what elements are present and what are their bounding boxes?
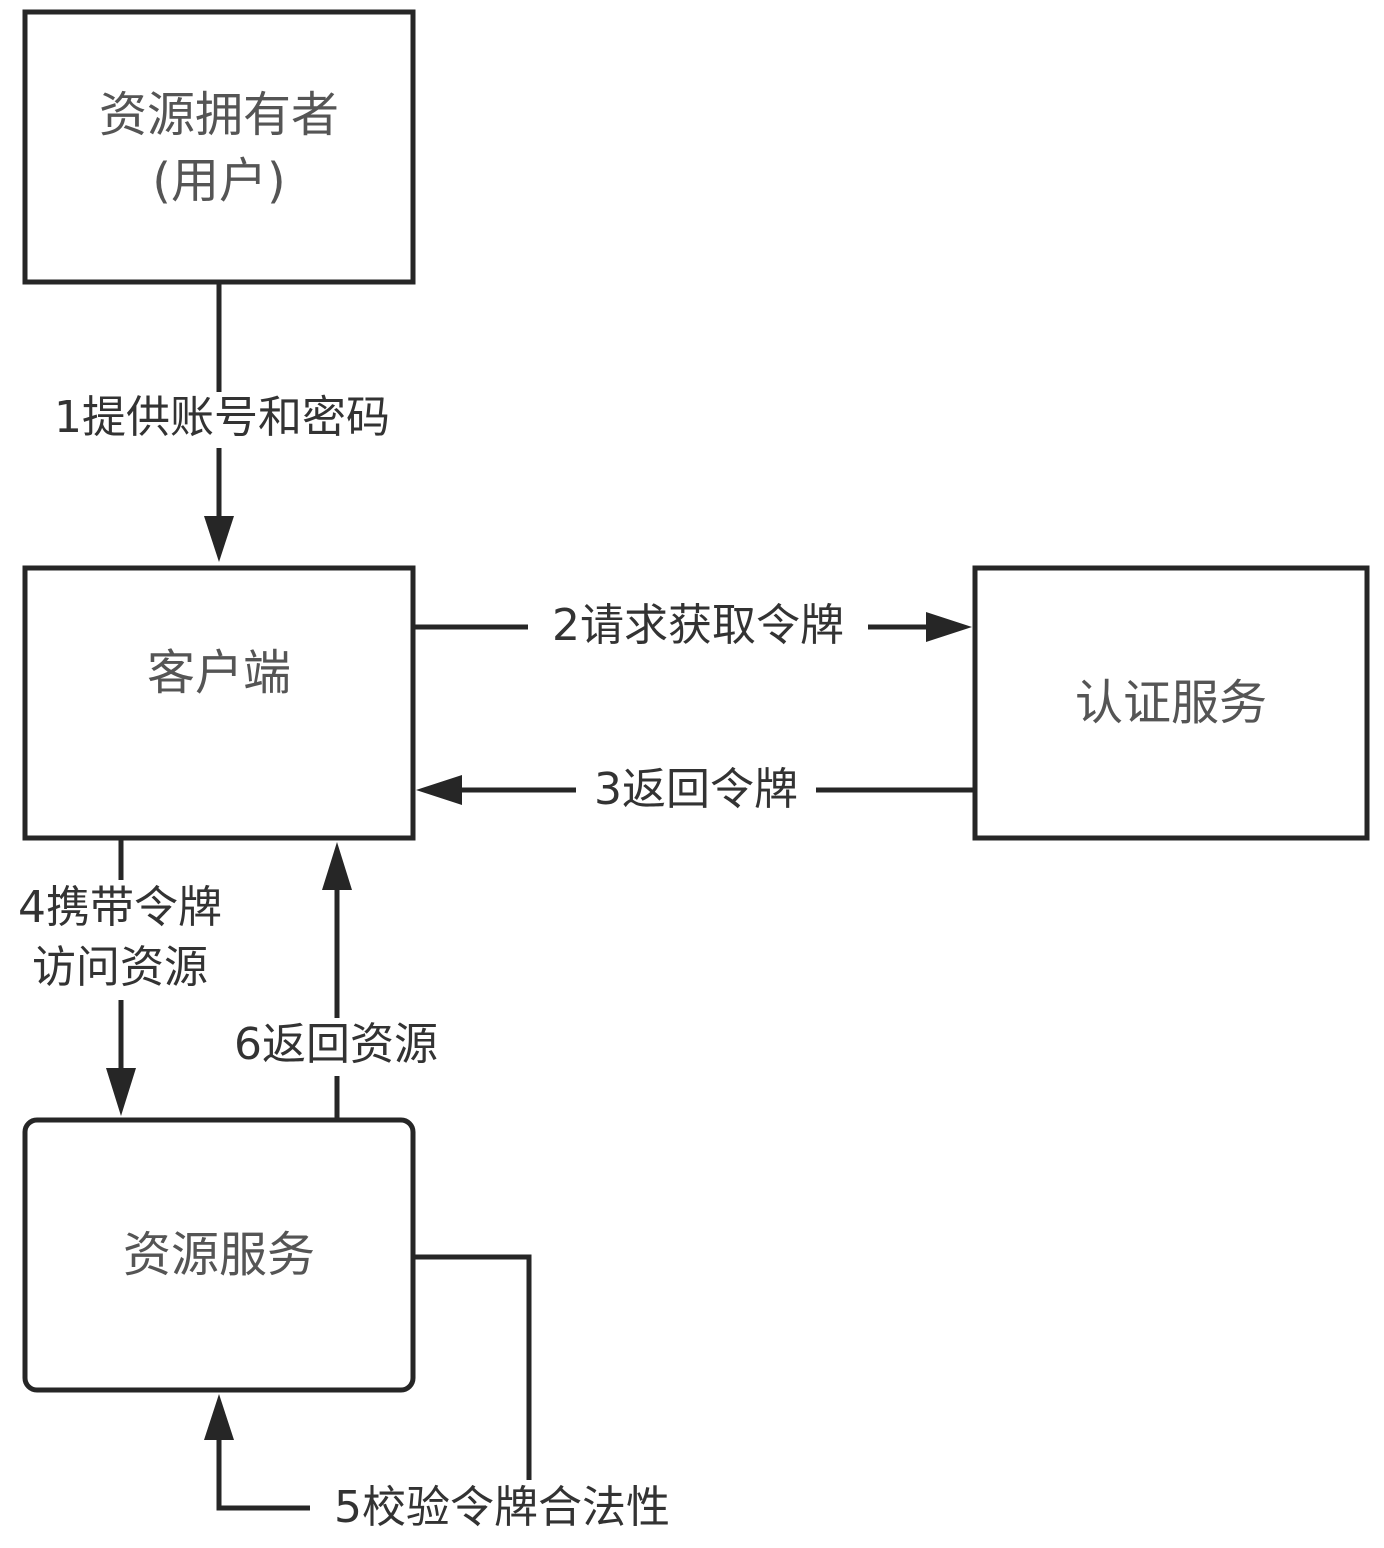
edge-step2-label-bg	[528, 600, 868, 654]
edge-step5-arrowhead	[204, 1394, 234, 1440]
edge-step5-label-bg	[310, 1480, 698, 1538]
edge-step1-label-bg	[20, 392, 420, 448]
edge-step4-label-line2: 访问资源	[32, 942, 208, 993]
edge-step4-label-bg	[2, 880, 238, 1000]
node-resource-service: 资源服务	[22, 1117, 416, 1393]
resource-owner-sublabel: (用户)	[152, 153, 285, 209]
edge-step4-label-line1: 4携带令牌	[18, 882, 222, 933]
edge-step6: 6返回资源	[218, 842, 456, 1118]
edge-step5: 5校验令牌合法性	[204, 1254, 698, 1538]
client-box	[22, 565, 416, 841]
edge-step6-label: 6返回资源	[234, 1019, 438, 1070]
resource-service-box	[22, 1117, 416, 1393]
auth-service-label: 认证服务	[1075, 675, 1267, 731]
resource-owner-label: 资源拥有者	[99, 87, 339, 143]
edge-step2-arrowhead	[926, 612, 972, 642]
node-resource-owner: 资源拥有者 (用户)	[22, 9, 416, 285]
client-label: 客户端	[147, 645, 291, 701]
edge-step5-label: 5校验令牌合法性	[334, 1482, 670, 1533]
resource-owner-box	[22, 9, 416, 285]
edge-step6-arrowhead	[322, 842, 352, 890]
edge-step1-arrowhead	[204, 516, 234, 562]
edge-step3-label-bg	[576, 764, 816, 818]
edge-step1-label: 1提供账号和密码	[54, 392, 390, 443]
auth-service-box	[972, 565, 1370, 841]
edge-step4-arrowhead	[106, 1068, 136, 1116]
resource-service-label: 资源服务	[123, 1227, 315, 1283]
edge-step2-label: 2请求获取令牌	[552, 600, 844, 651]
edge-step4: 4携带令牌 访问资源	[2, 840, 238, 1116]
edge-step3-label: 3返回令牌	[594, 764, 798, 815]
edge-step2: 2请求获取令牌	[415, 600, 972, 654]
edge-step6-label-bg	[218, 1018, 456, 1076]
edge-step3: 3返回令牌	[416, 764, 973, 818]
node-auth-service: 认证服务	[972, 565, 1370, 841]
edge-step3-arrowhead	[416, 775, 462, 805]
edge-step1: 1提供账号和密码	[20, 284, 420, 562]
node-client: 客户端	[22, 565, 416, 841]
